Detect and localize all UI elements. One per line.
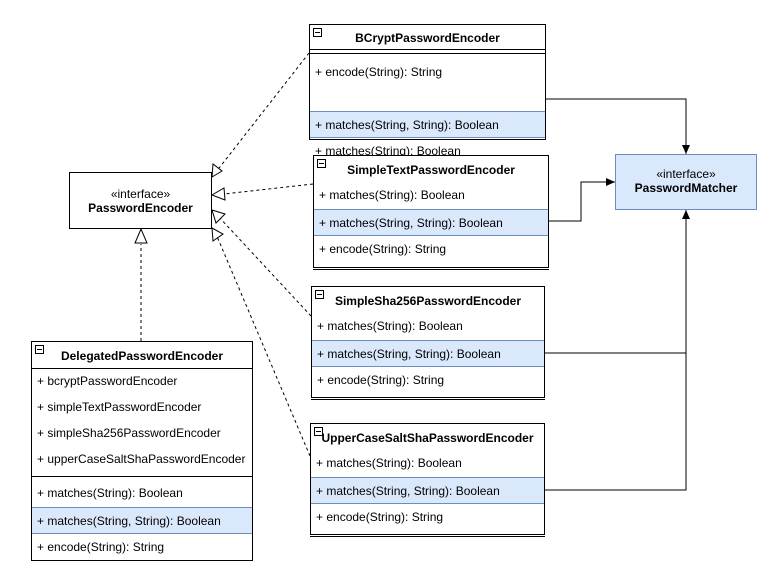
upper-case-salt-class-name: UpperCaseSaltShaPasswordEncoder — [321, 431, 534, 445]
password-matcher-stereotype: «interface» — [656, 167, 716, 181]
member-row-highlighted[interactable]: + matches(String, String): Boolean — [32, 507, 252, 534]
delegated-class-name: DelegatedPasswordEncoder — [60, 349, 224, 363]
simple-text-password-encoder-class[interactable]: SimpleTextPasswordEncoder + matches(Stri… — [313, 155, 549, 270]
collapse-icon[interactable] — [35, 345, 44, 354]
member-row-highlighted[interactable]: + matches(String, String): Boolean — [314, 209, 548, 236]
password-matcher-interface[interactable]: «interface» PasswordMatcher — [615, 154, 757, 210]
realization-bcrypt — [215, 52, 310, 173]
password-encoder-stereotype: «interface» — [110, 187, 171, 201]
delegated-password-encoder-class[interactable]: DelegatedPasswordEncoder + bcryptPasswor… — [31, 341, 253, 561]
realization-arrowhead-upper-case-salt — [211, 227, 224, 242]
class-divider — [310, 53, 545, 54]
member-row-highlighted[interactable]: + matches(String, String): Boolean — [310, 111, 545, 138]
member-row[interactable]: + encode(String): String — [316, 510, 444, 524]
member-row[interactable]: + encode(String): String — [319, 242, 447, 256]
bcrypt-password-encoder-class[interactable]: BCryptPasswordEncoder + encode(String): … — [309, 24, 546, 158]
simple-sha256-class-name: SimpleSha256PasswordEncoder — [334, 294, 522, 308]
field-row[interactable]: + simpleSha256PasswordEncoder — [37, 426, 221, 440]
member-row[interactable]: + matches(String): Boolean — [319, 188, 465, 202]
password-encoder-interface[interactable]: «interface» PasswordEncoder — [69, 172, 212, 229]
class-divider — [310, 49, 545, 50]
realization-simple-sha256 — [217, 215, 312, 317]
member-row-highlighted[interactable]: + matches(String, String): Boolean — [312, 340, 544, 367]
bcrypt-class-name: BCryptPasswordEncoder — [355, 31, 500, 45]
password-encoder-name: PasswordEncoder — [88, 201, 193, 215]
realization-arrowhead-delegated — [134, 227, 148, 244]
member-row[interactable]: + encode(String): String — [317, 373, 445, 387]
class-bottom-divider — [310, 536, 545, 537]
collapse-icon[interactable] — [315, 290, 324, 299]
upper-case-salt-sha-password-encoder-class[interactable]: UpperCaseSaltShaPasswordEncoder + matche… — [310, 423, 545, 537]
association-simple-sha256-matcher — [545, 210, 690, 354]
realization-simple-text — [223, 183, 314, 195]
association-bcrypt-matcher — [545, 98, 690, 154]
realization-arrowhead-bcrypt — [211, 163, 223, 178]
member-row[interactable]: + matches(String): Boolean — [316, 456, 462, 470]
password-matcher-name: PasswordMatcher — [634, 181, 738, 195]
association-simple-text-matcher — [548, 178, 615, 222]
class-divider — [32, 476, 252, 477]
collapse-icon[interactable] — [317, 159, 326, 168]
collapse-icon[interactable] — [313, 28, 322, 37]
field-row[interactable]: + simpleTextPasswordEncoder — [37, 400, 202, 414]
member-row[interactable]: + encode(String): String — [37, 540, 165, 554]
class-bottom-divider — [313, 269, 549, 270]
member-row[interactable]: + encode(String): String — [315, 65, 443, 79]
realization-arrowhead-simple-sha256 — [211, 209, 226, 224]
member-row[interactable]: + matches(String): Boolean — [317, 319, 463, 333]
realization-arrowhead-simple-text — [210, 187, 226, 201]
simple-text-class-name: SimpleTextPasswordEncoder — [347, 163, 515, 177]
member-row[interactable]: + matches(String): Boolean — [37, 486, 183, 500]
association-upper-case-salt-matcher — [545, 353, 687, 491]
member-row[interactable]: + matches(String): Boolean — [315, 144, 461, 158]
collapse-icon[interactable] — [314, 427, 323, 436]
field-row[interactable]: + bcryptPasswordEncoder — [37, 374, 178, 388]
realization-upper-case-salt — [215, 233, 311, 457]
field-row[interactable]: + upperCaseSaltShaPasswordEncoder — [37, 452, 246, 466]
class-bottom-divider — [311, 399, 545, 400]
class-divider — [32, 368, 252, 369]
simple-sha256-password-encoder-class[interactable]: SimpleSha256PasswordEncoder + matches(St… — [311, 286, 545, 400]
member-row-highlighted[interactable]: + matches(String, String): Boolean — [311, 477, 544, 504]
